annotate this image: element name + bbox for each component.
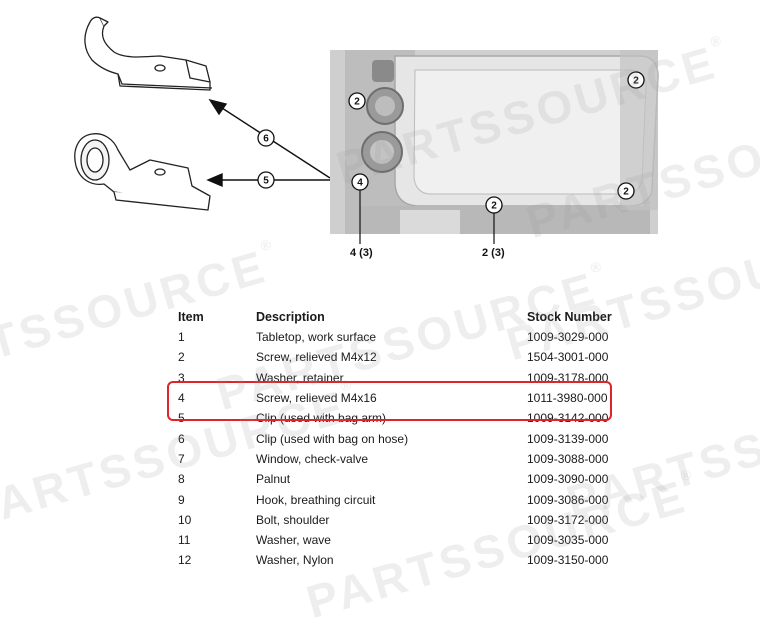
cell-item: 5 xyxy=(178,411,185,426)
cell-stock-number: 1009-3086-000 xyxy=(527,492,609,507)
cell-item: 7 xyxy=(178,451,185,466)
cell-item: 8 xyxy=(178,472,185,487)
ref-label-4: 4 (3) xyxy=(350,247,373,259)
header-stock-number: Stock Number xyxy=(527,310,612,324)
callout-2-right-bottom: 2 xyxy=(617,182,635,200)
cell-description: Tabletop, work surface xyxy=(256,330,377,345)
clip-hose-drawing xyxy=(84,16,213,91)
table-row: 10 Bolt, shoulder 1009-3172-000 xyxy=(172,510,637,530)
parts-diagram: 6 5 2 4 2 2 2 4 (3) 2 (3) xyxy=(74,16,659,259)
svg-text:6: 6 xyxy=(263,134,269,145)
callout-5: 5 xyxy=(257,171,275,189)
cell-description: Clip (used with bag arm) xyxy=(256,411,387,426)
table-row: 11 Washer, wave 1009-3035-000 xyxy=(172,530,637,550)
cell-description: Hook, breathing circuit xyxy=(256,492,376,507)
arrow-5 xyxy=(206,172,330,188)
cell-item: 4 xyxy=(178,391,185,406)
cell-item: 9 xyxy=(178,492,185,507)
cell-description: Clip (used with bag on hose) xyxy=(256,431,409,446)
table-row: 12 Washer, Nylon 1009-3150-000 xyxy=(172,550,637,570)
cell-stock-number: 1009-3172-000 xyxy=(527,512,609,527)
header-item: Item xyxy=(178,310,204,324)
cell-stock-number: 1009-3088-000 xyxy=(527,451,609,466)
arrow-6 xyxy=(208,98,331,179)
table-row: 8 Palnut 1009-3090-000 xyxy=(172,469,637,489)
cell-description: Window, check-valve xyxy=(256,451,369,466)
cell-description: Screw, relieved M4x12 xyxy=(256,350,377,365)
callout-6: 6 xyxy=(257,129,275,147)
table-row: 2 Screw, relieved M4x12 1504-3001-000 xyxy=(172,347,637,367)
cell-stock-number: 1011-3980-000 xyxy=(527,391,608,406)
callout-2-bottom: 2 xyxy=(485,196,503,214)
cell-stock-number: 1009-3035-000 xyxy=(527,533,609,548)
svg-text:5: 5 xyxy=(263,176,269,187)
cell-item: 3 xyxy=(178,370,185,385)
cell-description: Bolt, shoulder xyxy=(256,512,330,527)
table-row: 7 Window, check-valve 1009-3088-000 xyxy=(172,449,637,469)
parts-table: Item Description Stock Number 1 Tabletop,… xyxy=(172,307,637,571)
callout-2-left: 2 xyxy=(348,92,366,110)
cell-description: Screw, relieved M4x16 xyxy=(256,391,377,406)
svg-text:2: 2 xyxy=(633,76,639,87)
cell-description: Washer, wave xyxy=(256,533,331,548)
cell-stock-number: 1009-3139-000 xyxy=(527,431,609,446)
cell-stock-number: 1009-3029-000 xyxy=(527,330,609,345)
table-row: 1 Tabletop, work surface 1009-3029-000 xyxy=(172,327,637,347)
cell-item: 6 xyxy=(178,431,185,446)
header-description: Description xyxy=(256,310,325,324)
cell-stock-number: 1009-3150-000 xyxy=(527,553,609,568)
cell-description: Palnut xyxy=(256,472,291,487)
cell-item: 12 xyxy=(178,553,192,568)
cell-item: 2 xyxy=(178,350,185,365)
table-row-highlighted: 4 Screw, relieved M4x16 1011-3980-000 xyxy=(172,388,637,408)
svg-text:2: 2 xyxy=(623,187,629,198)
cell-item: 11 xyxy=(178,533,191,548)
cell-description: Washer, Nylon xyxy=(256,553,334,568)
table-row: 6 Clip (used with bag on hose) 1009-3139-0… xyxy=(172,428,637,448)
table-row: 5 Clip (used with bag arm) 1009-3142-000 xyxy=(172,408,637,428)
table-row: 9 Hook, breathing circuit 1009-3086-000 xyxy=(172,489,637,509)
ref-label-2: 2 (3) xyxy=(482,247,505,259)
svg-text:2: 2 xyxy=(354,97,360,108)
cell-item: 1 xyxy=(178,330,185,345)
tabletop-photo xyxy=(330,50,659,234)
cell-stock-number: 1009-3142-000 xyxy=(527,411,609,426)
svg-text:4: 4 xyxy=(357,178,363,189)
clip-bag-arm-drawing xyxy=(74,133,211,211)
cell-item: 10 xyxy=(178,512,192,527)
highlight-box xyxy=(167,381,612,421)
svg-text:2: 2 xyxy=(491,201,497,212)
cell-stock-number: 1504-3001-000 xyxy=(527,350,609,365)
callout-4: 4 xyxy=(351,173,369,191)
callout-2-right-top: 2 xyxy=(627,71,645,89)
cell-stock-number: 1009-3090-000 xyxy=(527,472,609,487)
table-header-row: Item Description Stock Number xyxy=(172,307,637,327)
